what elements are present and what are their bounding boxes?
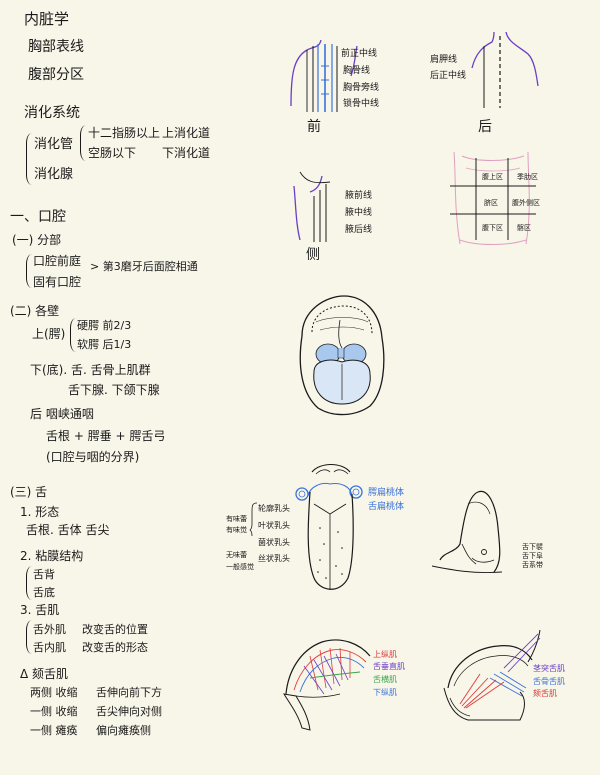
sublingual-figure [431, 490, 503, 573]
brace [26, 133, 32, 185]
item-shegen: 舌根 + 腭垂 + 腭舌弓 [46, 429, 166, 443]
item-xhx: 消化腺 [34, 167, 74, 182]
item-kesheji: Δ 颏舌肌 [20, 667, 69, 681]
label-filiform: 丝状乳头 [258, 554, 290, 563]
label-front-1: 前正中线 [341, 49, 378, 59]
item-liangce: 两侧 收缩 [30, 686, 78, 699]
label-frenulum: 舌系带 [522, 561, 543, 569]
item-shexia: 舌下腺. 下颌下腺 [68, 383, 160, 397]
item-xiadi: 下(底). 舌. 舌骨上肌群 [30, 363, 151, 377]
label-sublingual-fold: 舌下襞 [522, 543, 543, 551]
heading-xiaohua: 消化系统 [24, 105, 80, 121]
caption-front: 前 [307, 119, 321, 135]
label-inferior-longitudinal: 下纵肌 [373, 688, 397, 697]
label-abd-1: 腹上区 [482, 173, 503, 181]
label-general-sense: 一般感觉 [226, 563, 254, 571]
item-shedi: 舌底 [33, 586, 55, 599]
item-liangce-desc: 舌伸向前下方 [96, 686, 162, 699]
label-abd-6: 髂区 [517, 224, 531, 232]
item-shenei: 舌内肌 [33, 641, 66, 654]
brace [26, 566, 32, 600]
label-styloglossus: 茎突舌肌 [533, 664, 565, 673]
label-palatine-tonsil: 腭扁桃体 [368, 488, 405, 498]
item-shier: 十二指肠以上 [88, 126, 161, 140]
item-shebei: 舌背 [33, 568, 55, 581]
item-fenjie: (口腔与咽的分界) [46, 450, 140, 464]
brace [26, 620, 32, 654]
heading-kouqiang: 一、口腔 [10, 209, 66, 225]
label-front-4: 锁骨中线 [343, 99, 380, 109]
label-back-2: 后正中线 [430, 71, 467, 81]
label-fungiform: 菌状乳头 [258, 538, 290, 547]
item-xia: 下消化道 [162, 146, 211, 160]
item-qianting: 口腔前庭 [33, 254, 82, 268]
front-torso-figure [290, 39, 358, 112]
label-taste-bud: 有味蕾 [226, 515, 247, 523]
label-abd-2: 季肋区 [517, 173, 538, 181]
oral-cavity-figure [299, 295, 385, 416]
brace [26, 254, 32, 288]
label-no-taste-bud: 无味蕾 [226, 551, 247, 559]
intrinsic-muscles-figure [283, 639, 371, 731]
item-yice: 一侧 收缩 [30, 705, 78, 718]
label-taste: 有味觉 [226, 526, 247, 534]
brace [70, 318, 76, 352]
label-hyoglossus: 舌骨舌肌 [533, 677, 565, 686]
item-shewai-desc: 改变舌的位置 [82, 623, 148, 636]
item-fubu: 腹部分区 [28, 67, 84, 83]
item-ruan: 软腭 后1/3 [77, 338, 132, 351]
bracket [249, 502, 258, 537]
label-foliate: 叶状乳头 [258, 521, 290, 530]
item-ying: 硬腭 前2/3 [77, 319, 132, 332]
label-transverse: 舌横肌 [373, 675, 397, 684]
item-sheparts: 舌根. 舌体 舌尖 [26, 523, 110, 537]
caption-side: 侧 [306, 247, 320, 263]
label-front-3: 胸骨旁线 [343, 83, 380, 93]
item-yicetan-desc: 偏向瘫痪侧 [96, 724, 151, 737]
label-abd-5: 腹下区 [482, 224, 503, 232]
item-nianmo: 2. 粘膜结构 [20, 549, 84, 563]
side-torso-figure [293, 171, 331, 242]
label-circumvallate: 轮廓乳头 [258, 504, 290, 513]
label-front-2: 胸骨线 [343, 66, 371, 76]
label-side-2: 腋中线 [345, 208, 373, 218]
heading-neizang: 内脏学 [24, 10, 70, 28]
label-abd-4: 腹外侧区 [512, 199, 540, 207]
item-sheji: 3. 舌肌 [20, 603, 60, 617]
item-gebi: (二) 各壁 [10, 304, 60, 318]
label-sublingual-caruncle: 舌下阜 [522, 552, 543, 560]
label-vertical: 舌垂直肌 [373, 662, 405, 671]
label-lingual-tonsil: 舌扁桃体 [368, 502, 405, 512]
label-genioglossus: 颏舌肌 [533, 689, 557, 698]
item-fenbu: (一) 分部 [12, 233, 62, 247]
label-back-1: 肩胛线 [430, 55, 458, 65]
item-kongchang: 空肠以下 [88, 146, 137, 160]
item-shange: 上(腭) [32, 327, 66, 341]
item-hou: 后 咽峡通咽 [30, 407, 94, 421]
item-xingtai: 1. 形态 [20, 505, 60, 519]
label-side-3: 腋后线 [345, 225, 373, 235]
item-shang: 上消化道 [162, 126, 211, 140]
extrinsic-muscles-figure [443, 629, 541, 721]
brace [80, 125, 86, 161]
label-side-1: 腋前线 [345, 191, 373, 201]
item-tongdi: > 第3磨牙后面腔相通 [90, 260, 198, 273]
item-yice-desc: 舌尖伸向对侧 [96, 705, 162, 718]
item-xiongbu: 胸部表线 [28, 39, 84, 55]
item-yicetan: 一侧 瘫痪 [30, 724, 78, 737]
item-xhg: 消化管 [34, 137, 74, 152]
item-shewai: 舌外肌 [33, 623, 66, 636]
label-superior-longitudinal: 上纵肌 [373, 650, 397, 659]
abdomen-regions-figure [450, 151, 536, 245]
caption-back: 后 [478, 119, 492, 135]
tongue-dorsum-figure [295, 463, 363, 590]
item-guyou: 固有口腔 [33, 275, 82, 289]
item-she: (三) 舌 [10, 485, 48, 499]
back-torso-figure [471, 31, 539, 108]
label-abd-3: 脐区 [484, 199, 498, 207]
item-shenei-desc: 改变舌的形态 [82, 641, 148, 654]
